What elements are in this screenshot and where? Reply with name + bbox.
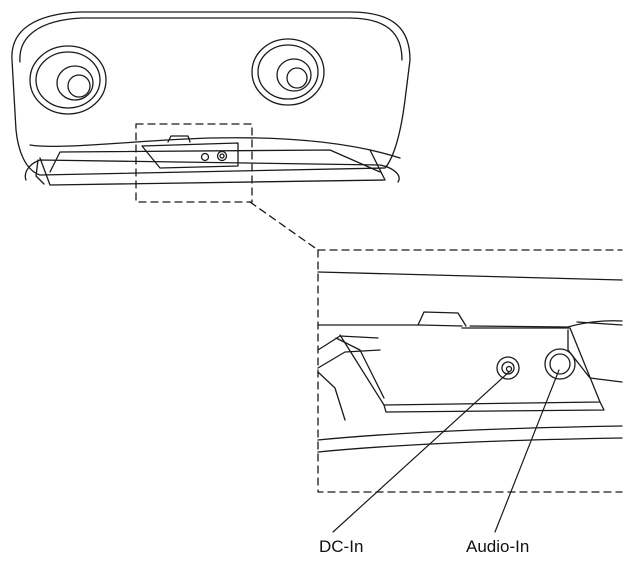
zoomed-connector-detail xyxy=(317,271,623,453)
dc-in-label: DC-In xyxy=(319,537,364,556)
speaker-device-body xyxy=(11,11,411,186)
connector-panel-small xyxy=(141,135,239,169)
audio-in-pointer-line xyxy=(494,369,560,533)
right-speaker-icon xyxy=(251,38,325,106)
zoom-callout-small-box xyxy=(135,123,253,203)
zoom-callout-large-box xyxy=(317,249,623,493)
left-speaker-icon xyxy=(29,45,107,115)
audio-in-label: Audio-In xyxy=(466,537,530,556)
dc-in-pointer-line xyxy=(332,371,510,533)
zoom-callout-leader xyxy=(249,201,319,251)
